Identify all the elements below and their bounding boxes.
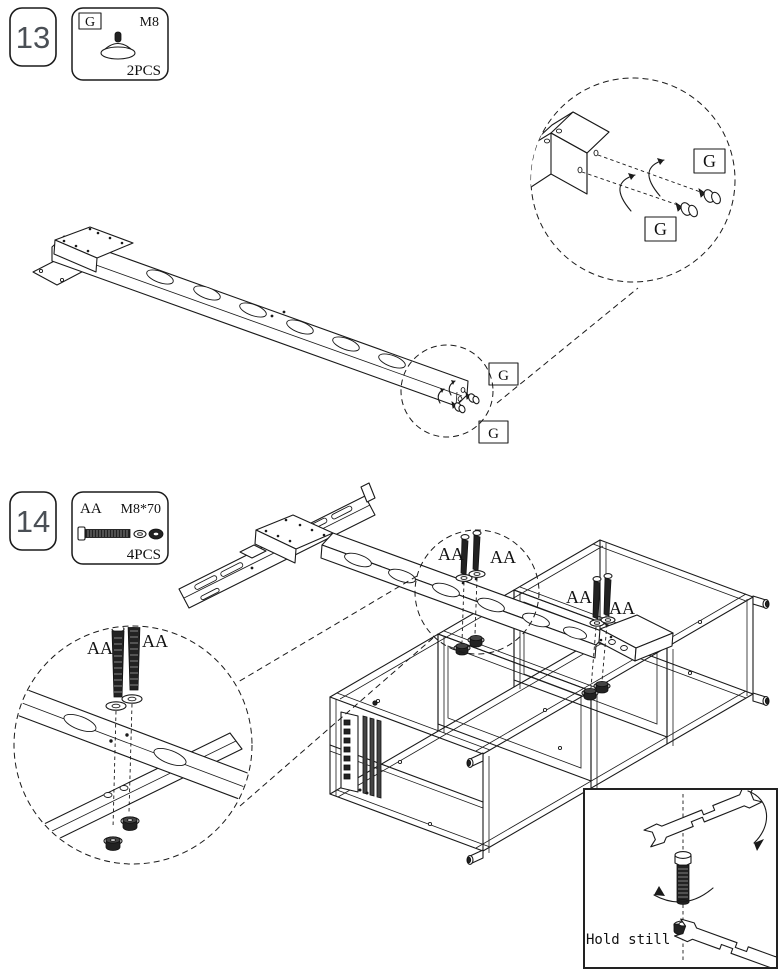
lock-nut-2a [581, 688, 599, 701]
aa-label-detail-2: AA [142, 631, 168, 651]
glide-small-2 [451, 401, 466, 414]
bolt-group-1: AA AA [438, 530, 516, 656]
divider-frame-1 [437, 633, 592, 782]
part-g-label: G [85, 15, 95, 30]
svg-text:G: G [654, 219, 667, 239]
support-beam-part [32, 226, 480, 414]
beam-on-frame [239, 514, 674, 662]
detail-connector-1 [237, 575, 418, 683]
lock-nut-1b [467, 635, 485, 648]
hold-still-caption: Hold still [586, 932, 670, 948]
hold-still-inset: Hold still [583, 788, 778, 969]
magnifier-circle-large [530, 77, 736, 283]
glide-large-2 [675, 202, 698, 218]
detail-circle-large [13, 625, 253, 865]
large-detail-content [531, 111, 721, 218]
part-aa-label: AA [80, 501, 102, 517]
slat-bar-3 [376, 719, 382, 799]
pivot-peg-bottom-front [466, 849, 484, 865]
glide-large-1 [698, 188, 721, 205]
detail-nut-2 [103, 836, 123, 851]
step-14-number: 14 [16, 504, 50, 539]
step-13-section: 13 G M8 2PCS [9, 7, 736, 444]
part-g-quantity: 2PCS [127, 63, 161, 79]
g-callout-small-2: G [478, 420, 509, 444]
magnifier-circle-small [400, 344, 494, 438]
part-aa-spec: M8*70 [121, 502, 161, 517]
rotate-arrow-wrench [747, 790, 768, 844]
inset-bolt [674, 851, 692, 905]
bolt-group-2: AA AA [566, 573, 635, 701]
svg-text:G: G [498, 368, 509, 384]
aa-label-2a: AA [566, 587, 592, 607]
pivot-peg-top-front [466, 752, 484, 768]
detail-circle-content [15, 627, 251, 851]
beam-oval-cutouts [146, 269, 406, 369]
part-aa-quantity: 4PCS [127, 547, 161, 563]
svg-text:G: G [703, 151, 716, 171]
step-13-parts-box: G M8 2PCS [71, 7, 169, 81]
aa-label-detail-1: AA [87, 638, 113, 658]
bolt-icon [77, 526, 164, 541]
aa-label-1b: AA [490, 547, 516, 567]
glide-small-1 [465, 392, 480, 405]
part-g-spec: M8 [140, 15, 159, 30]
g-callout-small-1: G [488, 362, 519, 386]
magnifier-connector [496, 287, 639, 404]
detail-nut-1 [120, 816, 140, 831]
detail-connector-2 [239, 637, 434, 807]
lock-nut-2b [593, 681, 611, 694]
detail-bolt-2 [127, 627, 141, 691]
g-callout-large-1: G [693, 148, 726, 174]
ratchet-rack-detail [340, 700, 382, 799]
slat-bar-2 [369, 717, 375, 797]
step-14-parts-box: AA M8*70 4PCS [71, 491, 169, 565]
detail-bolt-1 [111, 627, 125, 698]
rotate-arrow-large-2 [619, 174, 636, 212]
step-13-badge: 13 [9, 7, 57, 67]
aa-label-1a: AA [438, 544, 464, 564]
slat-bar-1 [362, 715, 368, 795]
step-13-number: 13 [16, 20, 50, 55]
svg-text:G: G [488, 426, 499, 442]
aa-label-2b: AA [609, 598, 635, 618]
glide-foot-icon [100, 31, 136, 60]
step-14-section: 14 AA M8*70 4PCS [9, 482, 778, 969]
rotate-arrow-bolt [653, 887, 714, 903]
pivot-peg-top-right [752, 595, 770, 609]
wrench-bottom [673, 918, 776, 967]
magnifier-circle-bolts [414, 529, 540, 655]
lock-nut-1a [453, 643, 471, 656]
pivot-peg-bottom-right [752, 692, 770, 706]
step-14-badge: 14 [9, 491, 57, 551]
g-callout-large-2: G [644, 216, 677, 242]
